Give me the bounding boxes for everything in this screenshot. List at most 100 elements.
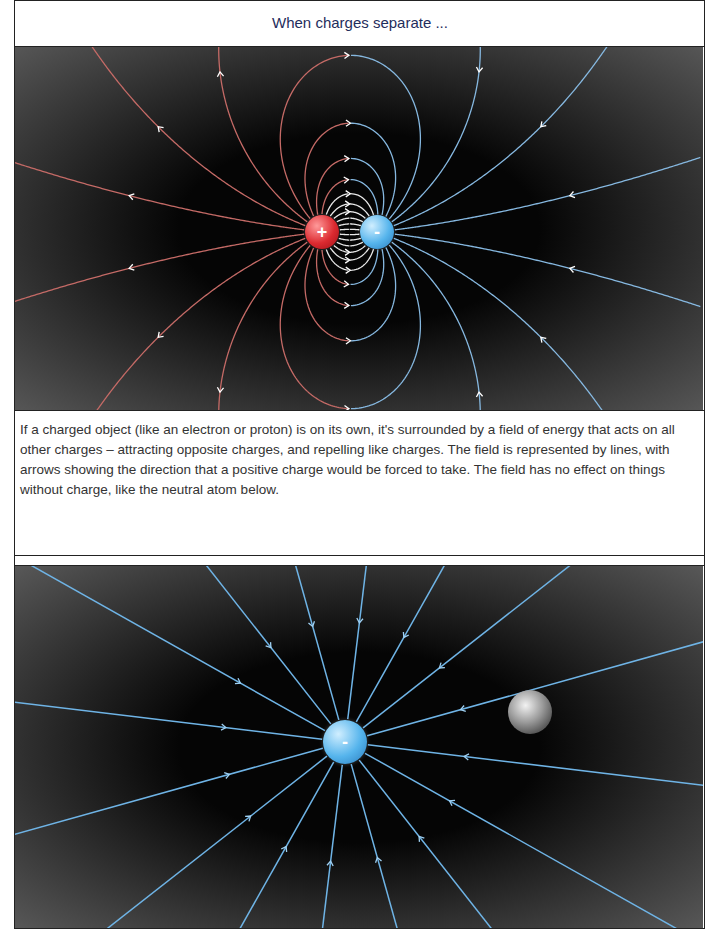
field-line: [395, 157, 700, 229]
field-arrow: [461, 705, 466, 711]
field-line: [337, 242, 350, 246]
neutral-atom: [508, 690, 552, 734]
field-line: [350, 249, 373, 270]
field-arrow: [344, 52, 349, 58]
field-line: [351, 55, 420, 219]
field-line: [351, 764, 506, 929]
field-arrow: [344, 405, 349, 410]
field-arrow: [346, 267, 351, 273]
field-arrow: [344, 177, 349, 183]
field-line: [367, 580, 703, 735]
field-arrow: [541, 337, 546, 342]
negative-charge: -: [360, 215, 394, 249]
field-line: [350, 234, 360, 236]
field-arrow: [344, 281, 349, 287]
field-line: [340, 234, 349, 236]
field-line: [350, 246, 366, 253]
field-line: [394, 238, 616, 410]
field-arrow: [345, 257, 350, 263]
positive-charge: +: [305, 215, 339, 249]
field-line: [350, 247, 395, 340]
field-arrow: [346, 120, 351, 126]
field-line: [219, 47, 307, 222]
field-arrow: [357, 618, 363, 623]
field-arrow: [476, 392, 482, 397]
field-arrow: [327, 861, 333, 866]
field-arrow: [129, 194, 134, 200]
field-line: [317, 249, 349, 305]
field-arrow: [158, 127, 163, 132]
field-line: [322, 250, 349, 284]
field-line: [326, 249, 348, 270]
field-line: [15, 748, 323, 903]
field-line: [350, 224, 361, 226]
field-arrow: [450, 800, 455, 805]
field-arrow: [570, 192, 575, 198]
field-line: [351, 158, 384, 214]
field-arrow: [541, 121, 546, 126]
charge-sign: +: [317, 223, 328, 241]
field-line: [51, 762, 334, 929]
title: When charges separate ...: [15, 14, 705, 31]
field-line: [365, 753, 703, 929]
field-arrow: [217, 72, 223, 77]
field-line: [392, 242, 480, 410]
field-arrow: [346, 191, 351, 197]
field-arrow: [439, 663, 444, 668]
field-line: [350, 248, 369, 260]
field-arrow: [235, 678, 240, 683]
field-arrow: [266, 642, 271, 647]
caption: If a charged object (like an electron or…: [20, 420, 696, 500]
field-arrow: [419, 836, 424, 841]
field-arrow: [376, 858, 382, 863]
field-line: [15, 670, 322, 739]
field-arrow: [570, 266, 575, 272]
field-line: [280, 55, 349, 218]
field-arrow: [158, 332, 163, 337]
field-arrow: [129, 264, 134, 270]
field-line: [351, 250, 378, 285]
negative-charge: -: [323, 720, 367, 764]
field-line: [305, 123, 349, 216]
field-line: [15, 566, 325, 731]
field-arrow: [224, 773, 229, 779]
field-arrow: [403, 632, 408, 637]
field-line: [317, 158, 349, 214]
field-line: [15, 234, 304, 306]
field-line: [305, 248, 349, 341]
field-line: [81, 47, 305, 226]
field-line: [351, 249, 384, 305]
field-arrow: [281, 847, 286, 852]
field-line: [350, 123, 395, 216]
field-line: [334, 245, 349, 252]
field-line: [322, 180, 349, 214]
field-line: [394, 47, 618, 226]
top-panel: [15, 47, 703, 410]
field-arrow: [345, 249, 350, 255]
field-line: [350, 218, 363, 222]
field-line: [15, 566, 331, 724]
field-line: [337, 218, 350, 222]
field-line: [280, 245, 349, 408]
field-arrow: [245, 816, 250, 821]
field-line: [15, 756, 327, 929]
field-arrow: [344, 156, 349, 162]
charge-sign: -: [342, 733, 348, 751]
field-line: [219, 242, 307, 410]
field-line: [83, 238, 305, 410]
field-arrow: [464, 754, 469, 760]
field-line: [334, 212, 349, 219]
field-line: [395, 234, 700, 306]
field-line: [339, 238, 349, 240]
field-arrow: [217, 387, 223, 392]
field-line: [350, 229, 360, 231]
field-line: [351, 245, 420, 409]
field-arrow: [345, 209, 350, 215]
field-line: [183, 566, 338, 720]
charge-sign: -: [374, 223, 380, 241]
field-line: [359, 760, 703, 929]
field-arrow: [308, 621, 314, 626]
field-arrow: [344, 302, 349, 308]
field-line: [368, 745, 703, 814]
field-line: [350, 238, 361, 240]
